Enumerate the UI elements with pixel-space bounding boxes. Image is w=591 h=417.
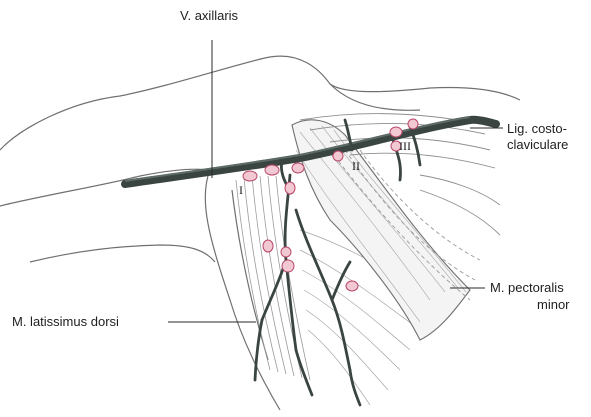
label-lig-costoclaviculare-line2: claviculare [507,137,568,152]
level-label-2: II [352,160,360,172]
label-lig-costoclaviculare-line1: Lig. costo- [507,121,567,136]
label-vena-axillaris: V. axillaris [180,8,238,23]
label-latissimus-dorsi: M. latissimus dorsi [12,314,119,329]
level-label-1: I [239,184,243,196]
label-pectoralis-minor-line1: M. pectoralis [490,280,564,295]
level-label-3: III [399,140,411,152]
body-outline [0,56,520,410]
label-pectoralis-minor-line2: minor [537,297,570,312]
